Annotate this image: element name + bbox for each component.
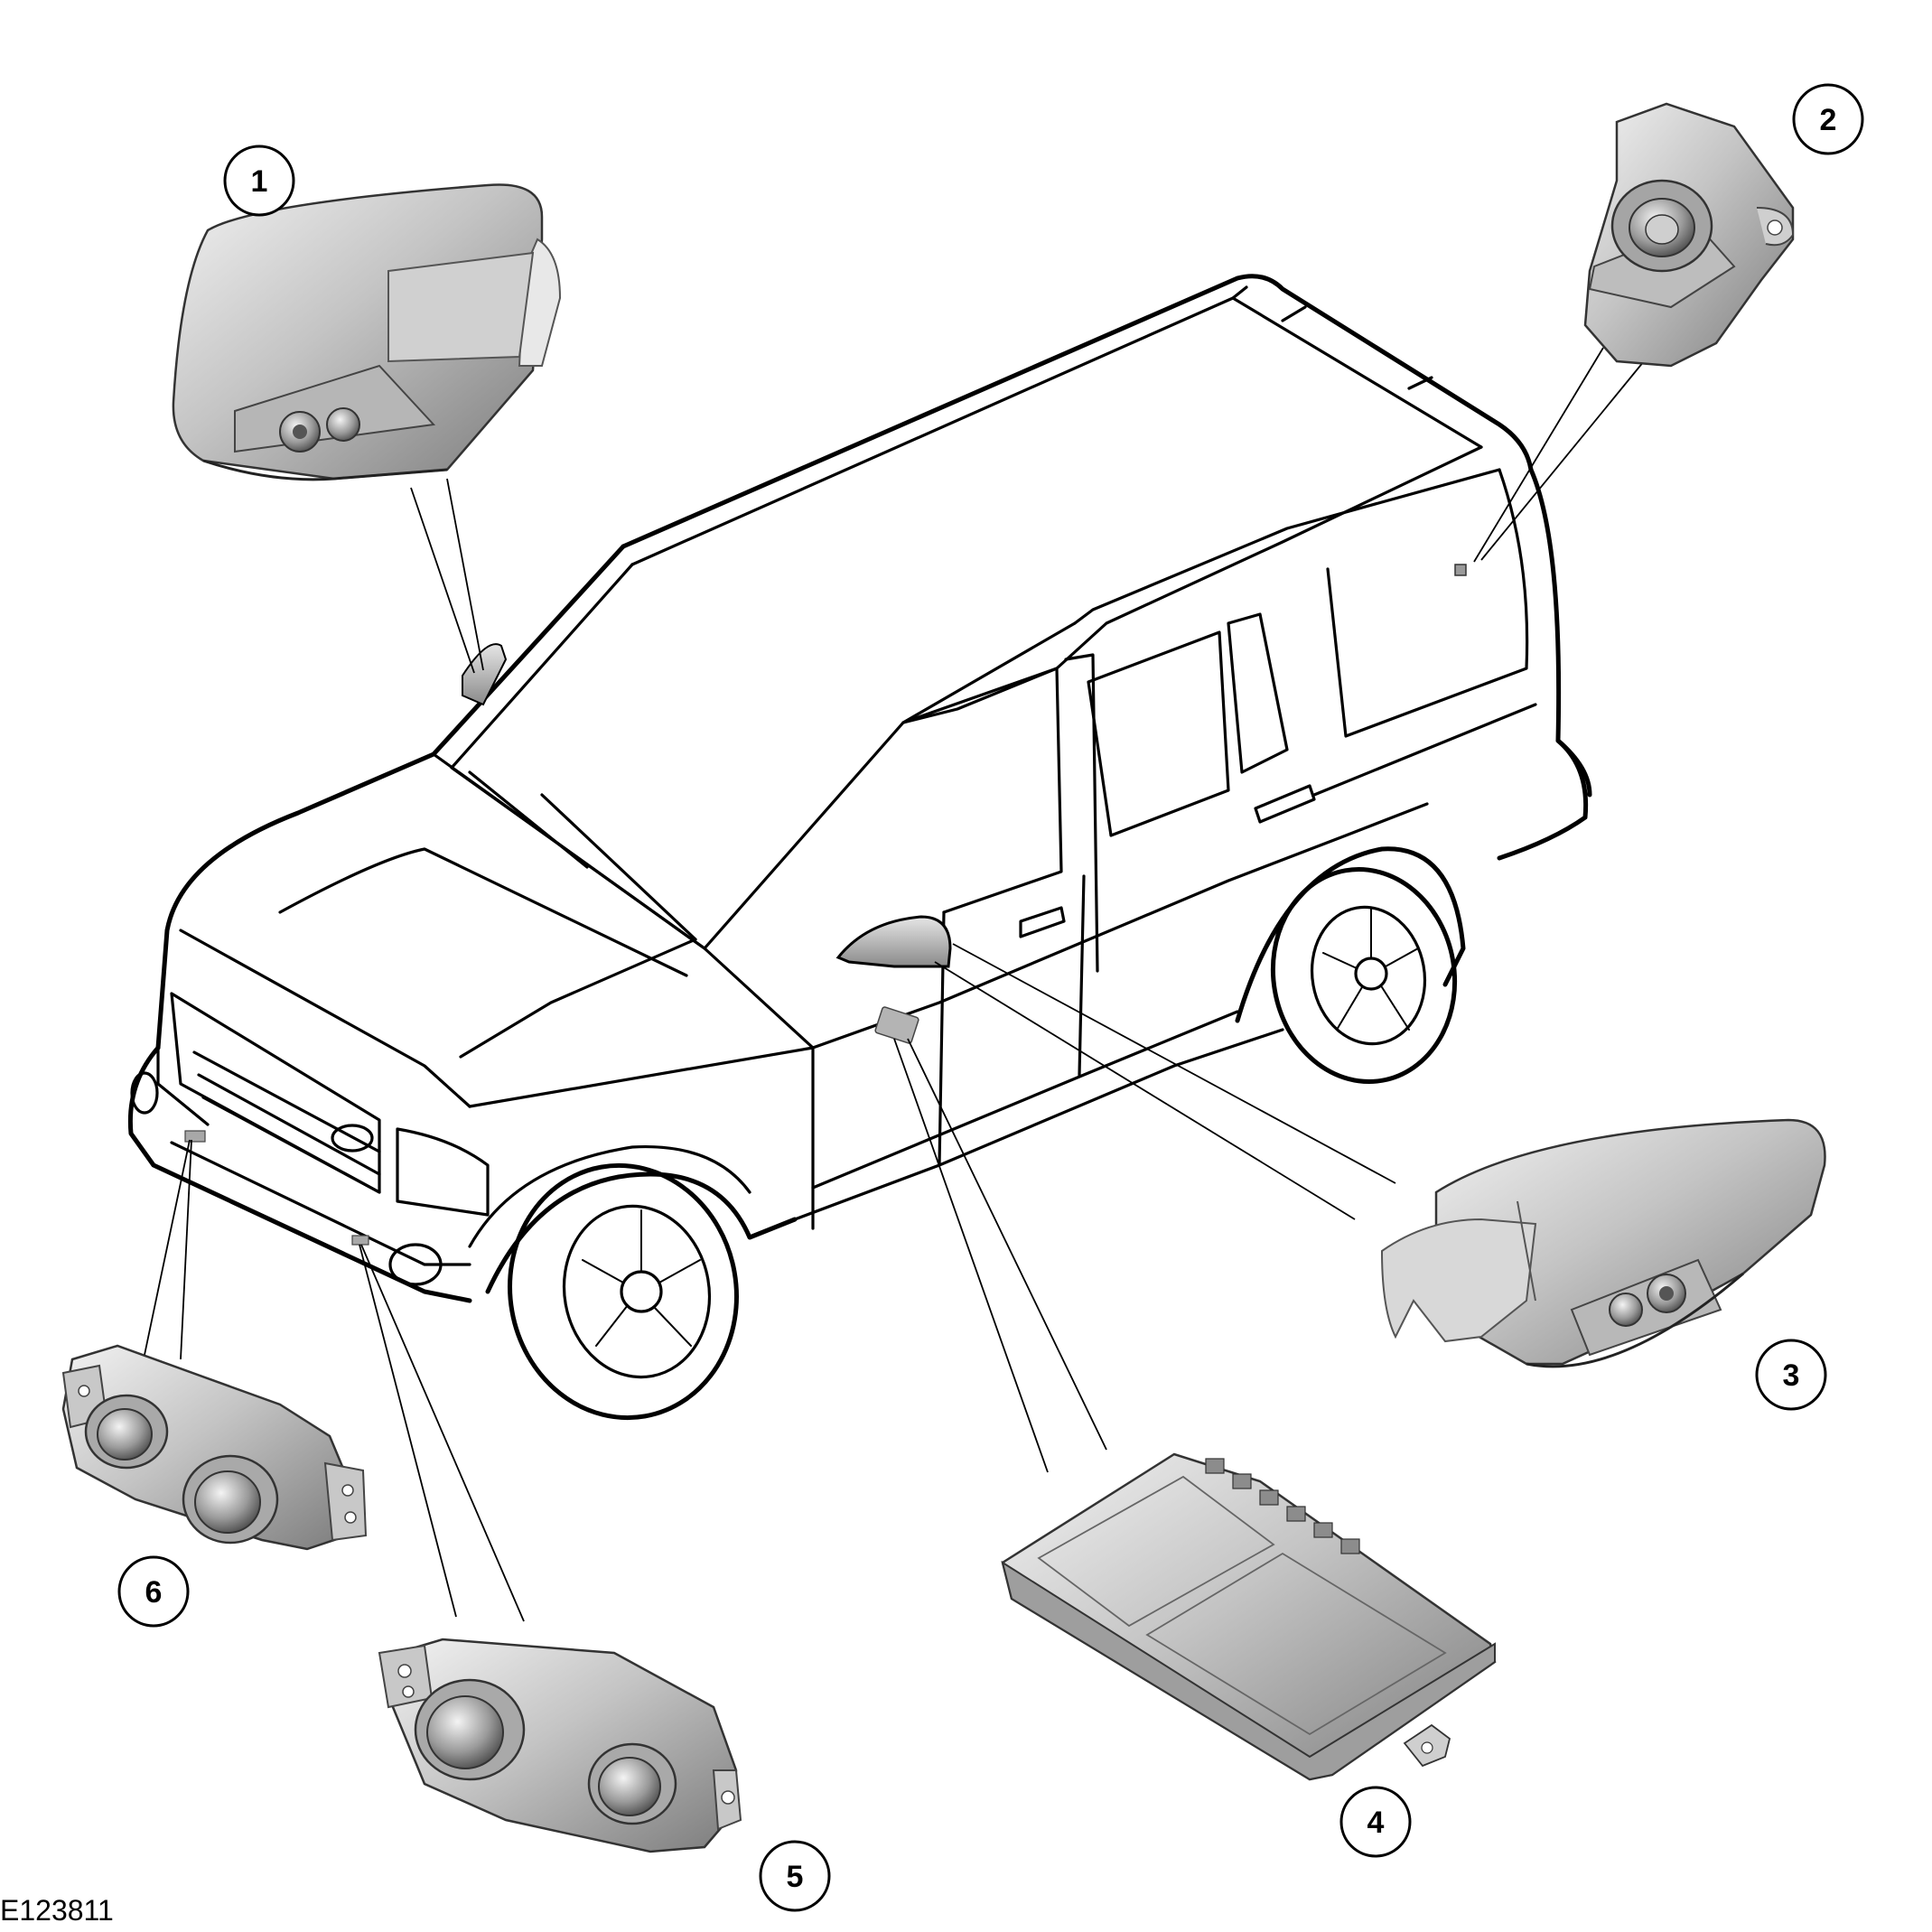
callout-4: 4 xyxy=(1339,1786,1412,1858)
callout-5-label: 5 xyxy=(787,1860,804,1894)
rear-camera xyxy=(1583,102,1795,368)
right-mirror-camera xyxy=(1380,1118,1826,1368)
vehicle-mirror-left xyxy=(462,643,508,706)
callout-3-label: 3 xyxy=(1783,1358,1800,1393)
callout-2-label: 2 xyxy=(1820,103,1837,137)
callout-4-label: 4 xyxy=(1367,1806,1385,1840)
front-camera-left xyxy=(61,1344,368,1551)
figure-id: E123811 xyxy=(0,1894,114,1927)
front-camera-right xyxy=(378,1638,742,1853)
connector-pins xyxy=(1205,1458,1360,1554)
vehicle-front-left-camera-marker xyxy=(184,1130,206,1143)
callout-6: 6 xyxy=(117,1555,190,1628)
callout-2: 2 xyxy=(1792,83,1864,155)
callout-3: 3 xyxy=(1755,1339,1827,1411)
callout-5: 5 xyxy=(759,1840,831,1912)
camera-control-module xyxy=(1001,1452,1497,1781)
callout-1: 1 xyxy=(223,145,295,217)
vehicle-front-right-camera-marker xyxy=(351,1235,369,1246)
vehicle-mirror-right xyxy=(835,915,952,968)
left-mirror-camera xyxy=(172,183,562,481)
callout-1-label: 1 xyxy=(251,164,268,199)
vehicle-outline xyxy=(127,274,1592,1421)
callout-6-label: 6 xyxy=(145,1575,163,1610)
vehicle-module-marker xyxy=(874,1006,919,1044)
vehicle-rear-camera-marker xyxy=(1454,564,1467,576)
leader-lines xyxy=(144,347,1645,1622)
